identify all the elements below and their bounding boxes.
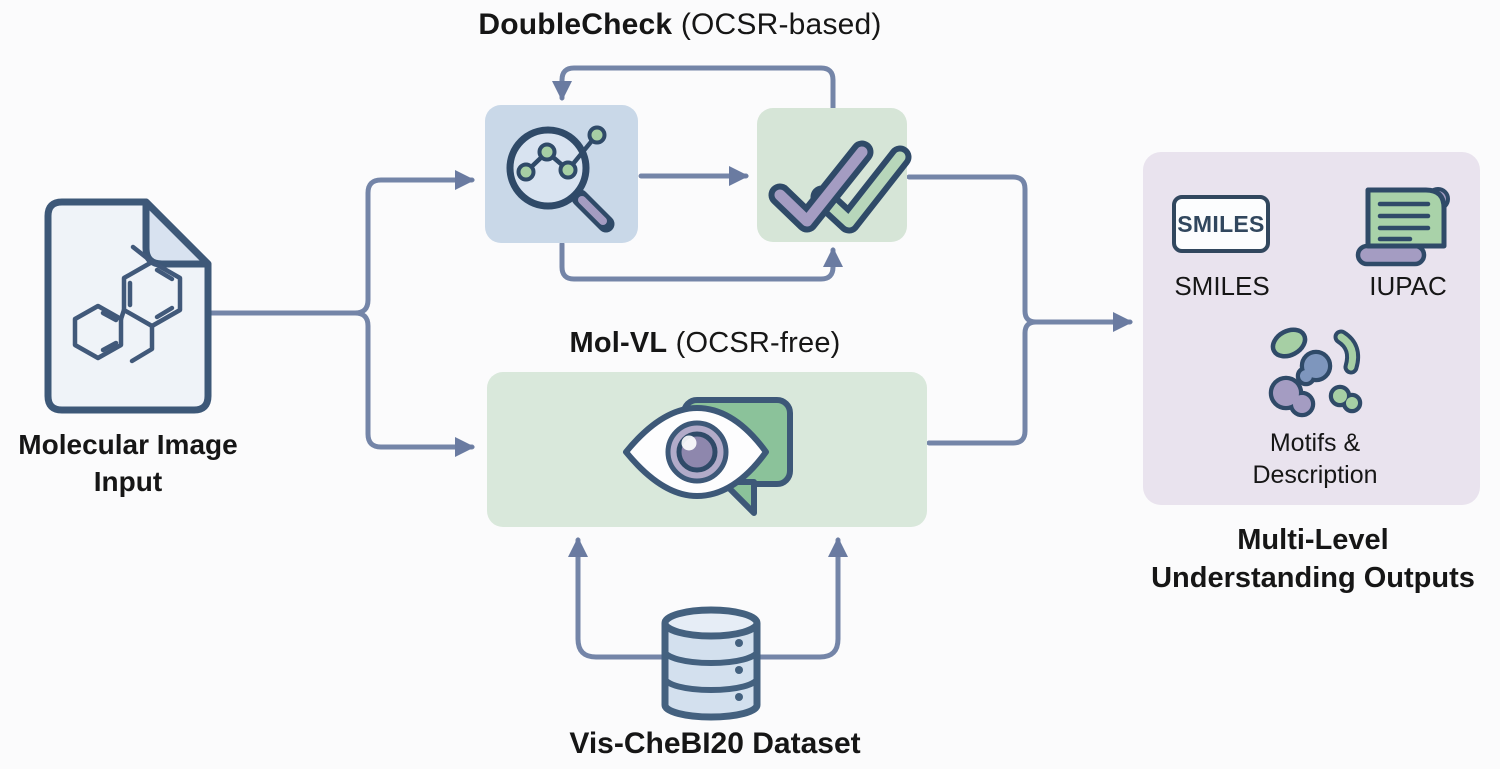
input-label-line2: Input — [93, 466, 163, 497]
molecule-structure — [72, 244, 183, 364]
double-check-icon — [768, 140, 912, 234]
arrow-verify-to-merge — [906, 174, 1039, 325]
molvl-title-rest: (OCSR-free) — [667, 327, 841, 359]
scroll-icon — [1355, 187, 1450, 267]
molecule-document-icon — [44, 198, 212, 414]
doublecheck-title-rest: (OCSR-based) — [672, 8, 882, 41]
database-icon — [661, 606, 761, 721]
arrow-input-to-molvl — [203, 310, 475, 457]
motifs-label-line1: Motifs & — [1269, 429, 1361, 457]
arrow-input-to-ocsr — [203, 170, 475, 316]
motif-fragments-icon — [1268, 327, 1363, 418]
arrow-parse-loop-bottom — [559, 241, 843, 282]
arrow-verify-loopback — [552, 65, 836, 112]
eye-chat-icon — [623, 397, 793, 516]
molvl-title: Mol-VL (OCSR-free) — [520, 327, 890, 360]
outputs-label-line2: Understanding Outputs — [1151, 562, 1475, 594]
doublecheck-title: DoubleCheck (OCSR-based) — [430, 8, 930, 42]
arrow-molvl-to-merge — [926, 319, 1039, 446]
outputs-label-line1: Multi-Level — [1237, 524, 1389, 556]
outputs-label: Multi-Level Understanding Outputs — [1118, 521, 1500, 597]
molecular-image-input-label: Molecular Image Input — [5, 426, 251, 500]
smiles-chip: SMILES — [1172, 195, 1270, 253]
molvl-title-bold: Mol-VL — [569, 327, 668, 359]
smiles-label: SMILES — [1174, 271, 1270, 301]
doublecheck-title-bold: DoubleCheck — [478, 8, 673, 41]
motifs-label-line2: Description — [1252, 461, 1378, 489]
arrow-dataset-to-molvl-right — [709, 537, 848, 660]
arrow-dataset-to-molvl-left — [568, 537, 715, 660]
motifs-description-label: Motifs & Description — [1215, 427, 1415, 491]
input-label-line1: Molecular Image — [18, 429, 238, 460]
iupac-label: IUPAC — [1369, 271, 1447, 301]
magnifier-molecule-icon — [506, 125, 615, 233]
dataset-label: Vis-CheBI20 Dataset — [569, 727, 861, 760]
